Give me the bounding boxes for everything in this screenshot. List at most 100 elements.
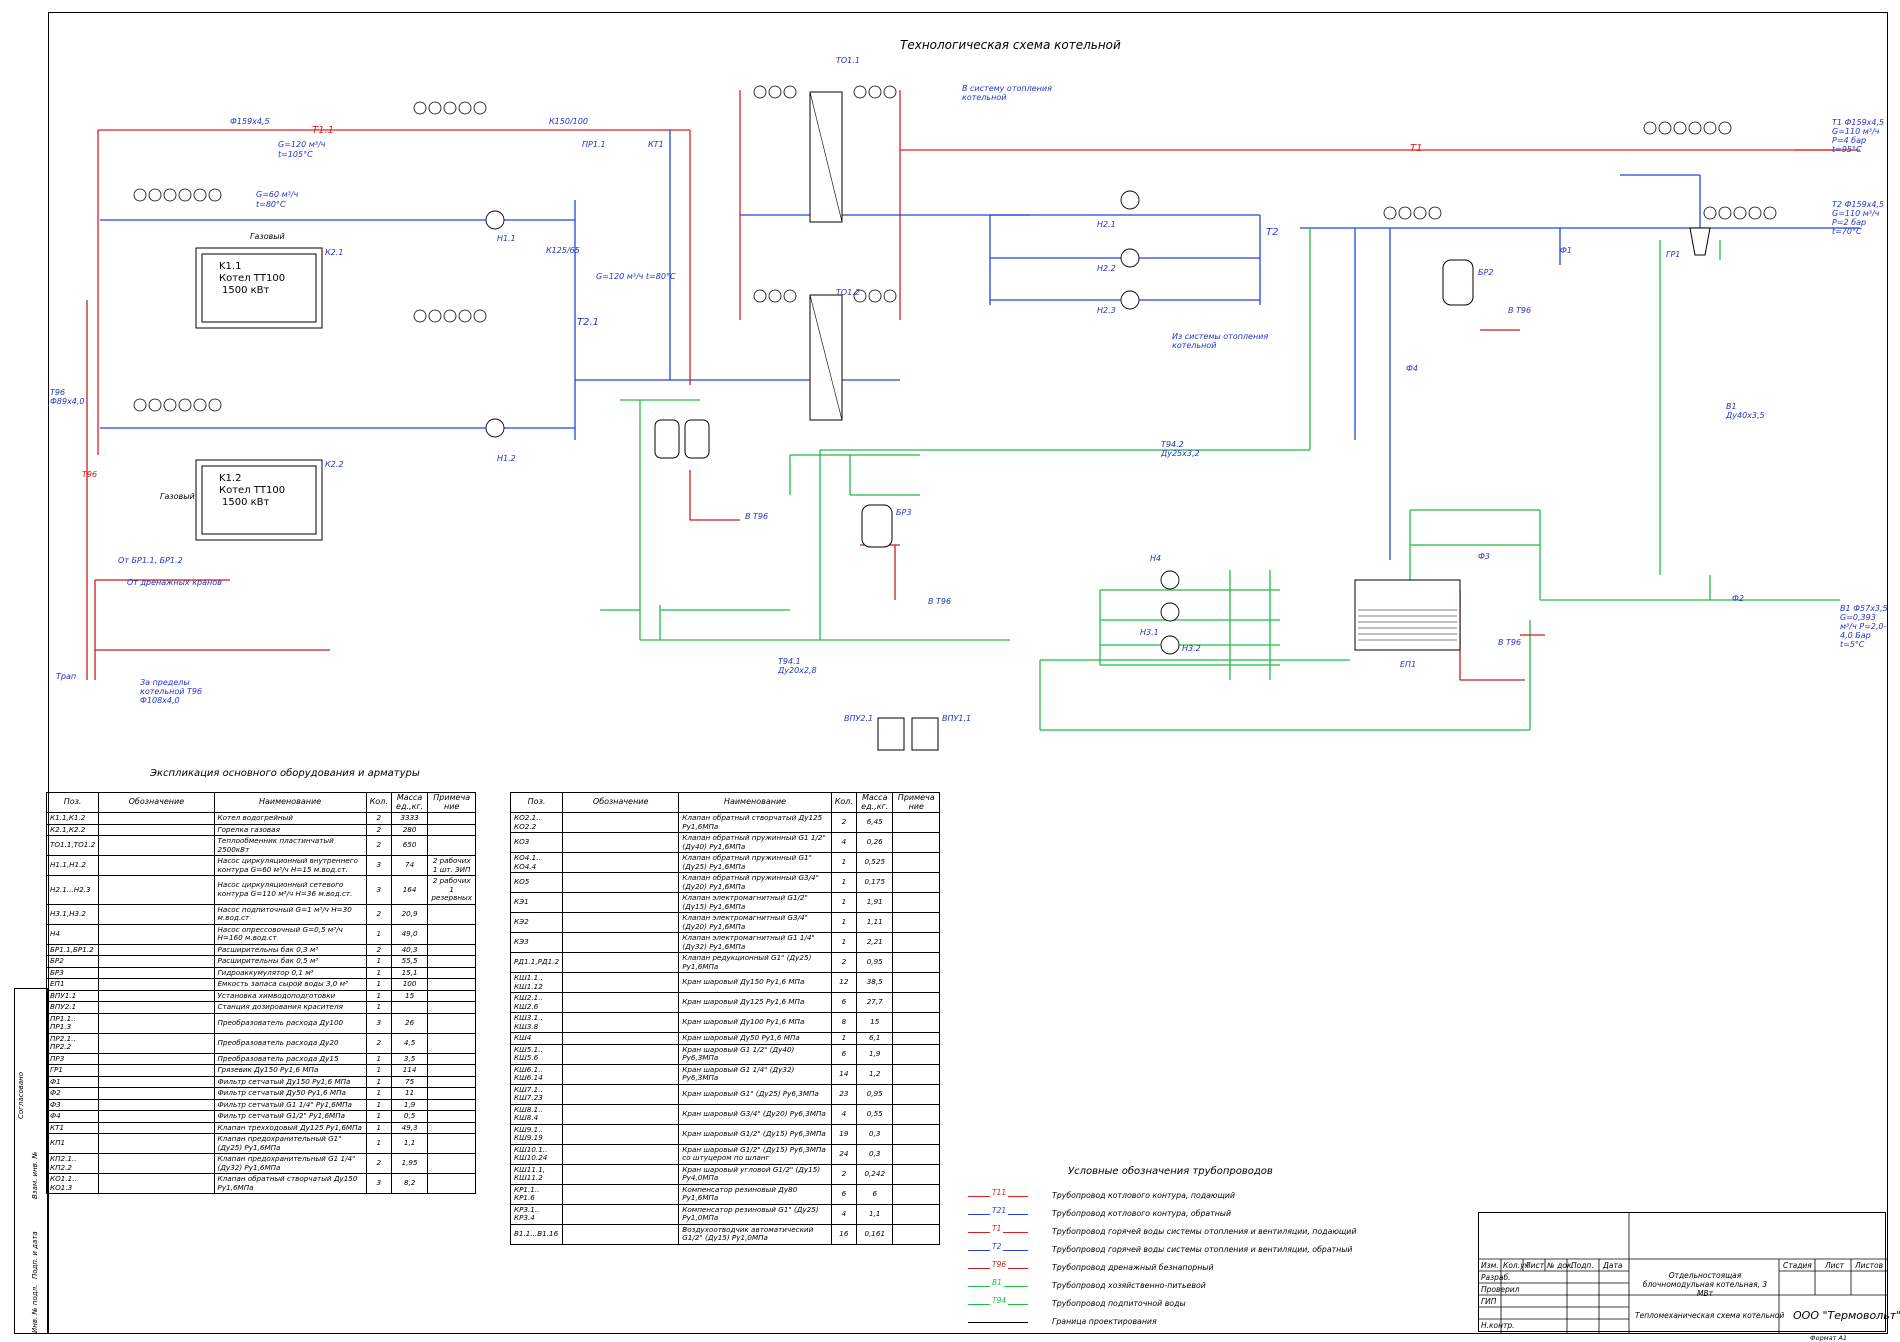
tb-sheets: Листов [1855, 1261, 1884, 1270]
spec-pos: КШ10.1.. КШ10.24 [509, 1143, 564, 1165]
legend-desc: Трубопровод дренажный безнапорный [1052, 1263, 1214, 1272]
spec-pos: КП1 [45, 1133, 100, 1154]
spec-designation [98, 1064, 215, 1077]
spec-pos: КШ6.1.. КШ6.14 [509, 1063, 564, 1085]
spec-pos: Н4 [45, 923, 100, 945]
gauge-icon [1658, 121, 1672, 135]
side-stamp-agreed: Согласовано [17, 1071, 25, 1119]
spec-qty: 12 [830, 972, 857, 993]
spec-name: Клапан обратный пружинный G1" (Ду25) Ру1… [678, 852, 832, 873]
spec-designation [562, 1183, 680, 1205]
sheet-format: Формат А1 [1810, 1334, 1848, 1342]
spec-designation [98, 1032, 215, 1054]
spec-note [892, 1183, 940, 1205]
spec-mass: 15 [390, 989, 429, 1002]
label-t2-right: Т2 Ф159х4,5 G=110 м³/ч Р=2 бар t=70°C [1832, 200, 1885, 236]
legend-code: Т96 [990, 1260, 1009, 1269]
spec-designation [98, 955, 215, 968]
pump-icon [1120, 290, 1140, 310]
spec-note [427, 1098, 476, 1111]
spec-pos: КШ5.1.. КШ5.6 [509, 1043, 564, 1065]
spec-mass: 0,5 [390, 1110, 429, 1123]
tb-sign: Подп. [1571, 1261, 1594, 1270]
spec-name: Фильтр сетчатый Ду150 Ру1,6 МПа [213, 1075, 367, 1088]
spec-qty: 4 [830, 832, 857, 853]
boiler-k12-id: K1.2 [219, 473, 242, 484]
spec-qty: 1 [830, 932, 857, 953]
spec-mass: 2,21 [855, 932, 894, 953]
spec-col-note: Примеча ние [427, 792, 476, 813]
label-br3: БР3 [896, 508, 912, 517]
spec-designation [98, 978, 215, 991]
spec-qty: 1 [830, 912, 857, 933]
legend-desc: Трубопровод горячей воды системы отоплен… [1052, 1245, 1353, 1254]
spec-pos: КЭ1 [509, 892, 564, 913]
spec-qty: 3 [365, 875, 392, 905]
label-k22: К2.2 [325, 460, 344, 469]
spec-pos: КШ4 [509, 1032, 564, 1045]
spec-name: Клапан обратный пружинный G3/4" (Ду20) Р… [678, 872, 832, 893]
spec-name: Клапан электромагнитный G3/4" (Ду20) Ру1… [678, 912, 832, 933]
spec-pos: КШ8.1.. КШ8.4 [509, 1103, 564, 1125]
spec-name: Компенсатор резиновый G1" (Ду25) Ру1,0МП… [678, 1203, 832, 1225]
spec-pos: КО2.1.. КО2.2 [509, 812, 564, 833]
spec-pos: ГР1 [45, 1064, 100, 1077]
spec-designation [562, 832, 680, 853]
spec-note [892, 1163, 940, 1185]
spec-name: Гидроаккумулятор 0,1 м³ [213, 966, 367, 979]
legend-item: Т2 Трубопровод горячей воды системы отопл… [968, 1242, 1352, 1260]
gauge-icon [1718, 206, 1732, 220]
spec-note [427, 955, 476, 968]
spec-table-right: Поз. Обозначение Наименование Кол. Масса… [509, 792, 940, 1245]
legend-code: Т11 [990, 1188, 1009, 1197]
spec-designation [98, 1012, 215, 1034]
title-block-grid [1479, 1213, 1887, 1333]
spec-note [427, 1052, 476, 1065]
label-temp80: t=80°C [256, 200, 286, 209]
spec-designation [98, 903, 215, 925]
spec-designation [98, 1087, 215, 1100]
spec-mass: 650 [390, 835, 429, 856]
spec-qty: 6 [830, 1043, 857, 1065]
legend-line [968, 1322, 1028, 1323]
label-n32: Н3.2 [1182, 644, 1201, 653]
spec-mass: 0,175 [855, 872, 894, 893]
gauge-icon [768, 85, 782, 99]
legend-desc: Трубопровод хозяйственно-питьевой [1052, 1281, 1206, 1290]
gauge-icon [783, 85, 797, 99]
pump-icon [485, 210, 505, 230]
spec-qty: 1 [365, 1075, 392, 1088]
gauge-icon [133, 188, 147, 202]
spec-note [892, 1063, 940, 1085]
label-to-heating: В систему отопления котельной [962, 84, 1052, 102]
gauge-icon [753, 289, 767, 303]
spec-pos: КО3 [509, 832, 564, 853]
spec-note [892, 1123, 940, 1145]
label-vpu11: ВПУ1.1 [942, 714, 972, 723]
spec-designation [562, 1203, 680, 1225]
spec-pos: КП2.1.. КП2.2 [45, 1153, 100, 1174]
spec-col-qty: Кол. [830, 792, 857, 813]
label-n31: Н3.1 [1140, 628, 1159, 637]
legend-code: Т2 [990, 1242, 1004, 1251]
spec-note [427, 1153, 476, 1174]
label-t96-left: Т96 Ф89х4,0 [50, 388, 85, 406]
tb-list: Лист [1525, 1261, 1545, 1270]
spec-name: Установка химводоподготовки [213, 989, 367, 1002]
legend-item: Граница проектирования [968, 1314, 1268, 1332]
spec-note [427, 1121, 476, 1134]
label-drain: От дренажных кранов [127, 578, 222, 587]
